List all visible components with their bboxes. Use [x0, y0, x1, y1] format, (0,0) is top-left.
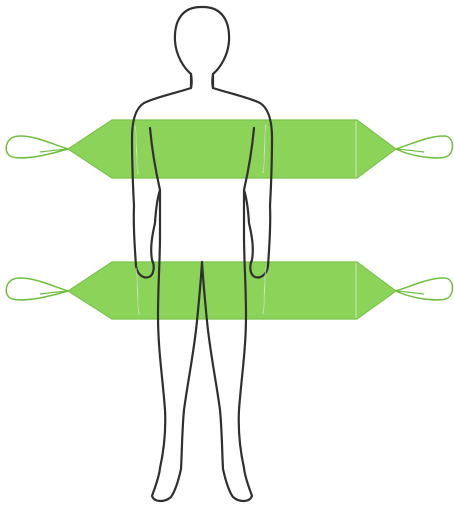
neck-right: [212, 74, 213, 88]
lower-strap-band: [68, 262, 396, 319]
human-outline-icon: [132, 7, 272, 501]
body-outline: [132, 7, 272, 501]
right-upper-loop-icon: [396, 136, 452, 158]
upper-strap: [6, 120, 452, 178]
lower-strap: [6, 262, 452, 319]
left-lower-loop-icon: [6, 278, 68, 300]
upper-strap-band: [68, 120, 396, 178]
left-upper-loop-icon: [6, 136, 68, 158]
right-lower-loop-icon: [396, 278, 452, 300]
neck-left: [191, 74, 192, 88]
